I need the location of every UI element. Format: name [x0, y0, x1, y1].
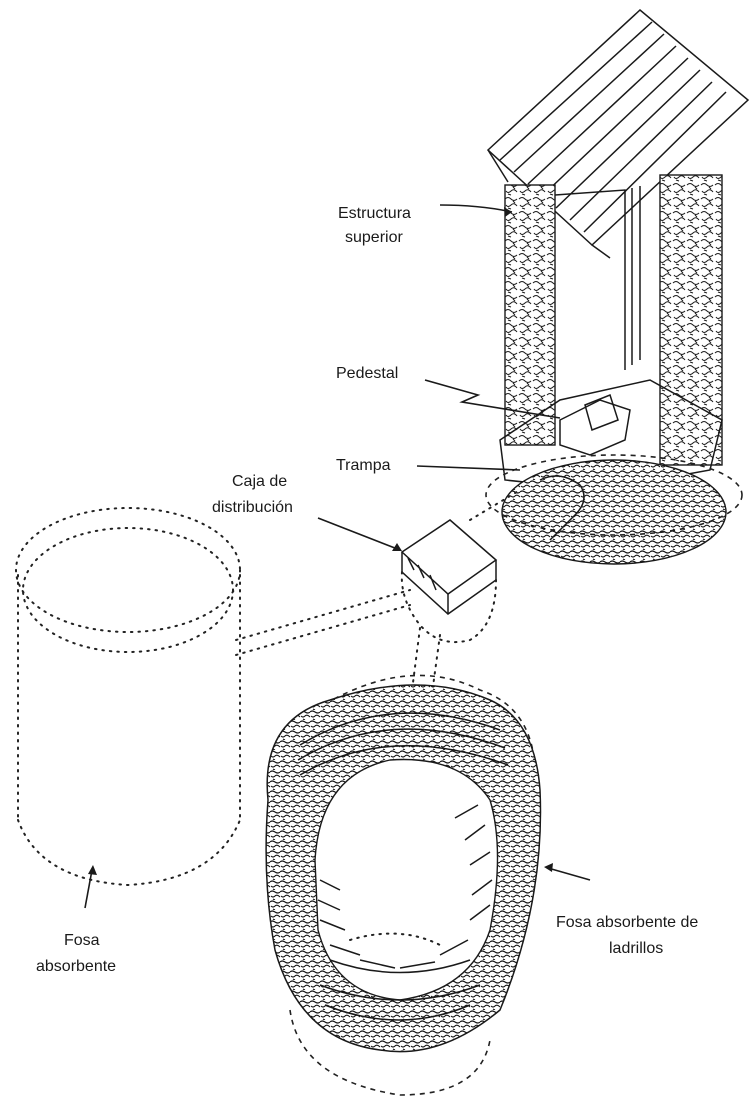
label-brick-pit-line1: Fosa absorbente de [556, 914, 698, 931]
leader-brick-pit [548, 868, 590, 880]
absorbent-pit [16, 508, 240, 885]
leader-absorbent-pit [85, 870, 92, 908]
arrow-brick-pit [544, 863, 553, 872]
left-wall [505, 185, 555, 445]
upper-structure [486, 10, 748, 564]
leader-upper-structure [440, 205, 512, 212]
pedestal [560, 395, 630, 455]
label-upper-structure-line1: Estructura [338, 205, 411, 222]
label-trap: Trampa [336, 457, 391, 474]
distribution-box [402, 520, 496, 642]
label-absorbent-pit-line1: Fosa [64, 932, 100, 949]
label-distribution-box-line2: distribución [212, 499, 293, 516]
label-distribution-box-line1: Caja de [232, 473, 287, 490]
label-absorbent-pit-line2: absorbente [36, 958, 116, 975]
label-brick-pit-line2: ladrillos [609, 940, 663, 957]
arrow-absorbent-pit [88, 865, 97, 875]
foundation [502, 460, 726, 564]
label-upper-structure-line2: superior [345, 229, 403, 246]
right-wall [660, 175, 722, 465]
label-pedestal: Pedestal [336, 365, 398, 382]
leader-trap [417, 466, 520, 470]
leader-distribution-box [318, 518, 400, 550]
brick-pit [266, 675, 540, 1095]
